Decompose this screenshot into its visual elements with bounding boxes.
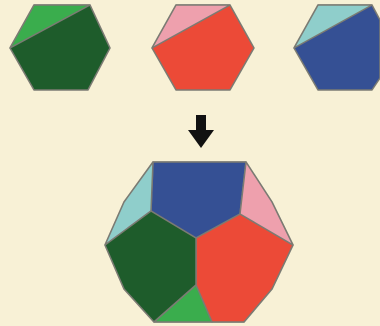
arrow-shaft: [196, 115, 206, 132]
